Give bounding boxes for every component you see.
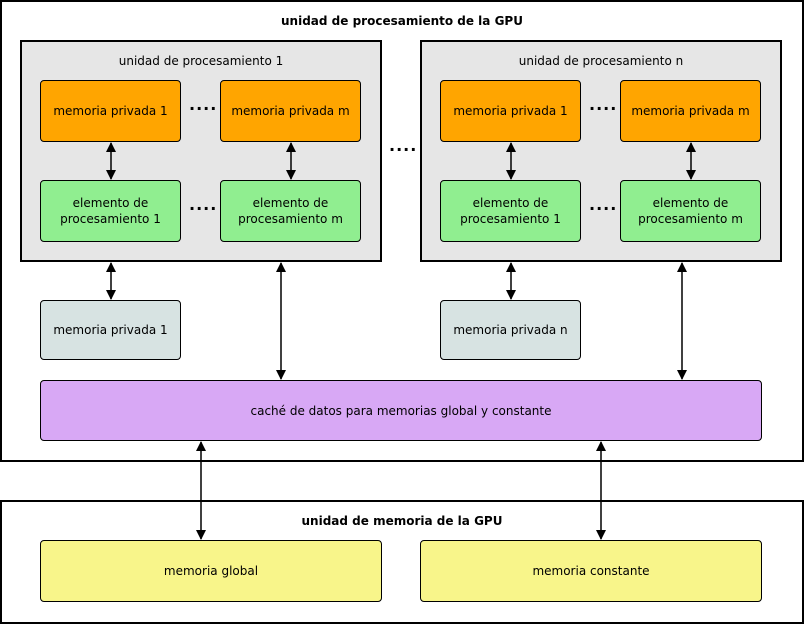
ellipsis-memories-unit-1: ····	[189, 99, 218, 118]
global-memory: memoria global	[40, 540, 382, 602]
processing-unit-n-title: unidad de procesamiento n	[518, 54, 684, 68]
ellipsis-elements-unit-1: ····	[189, 199, 218, 218]
private-memory-1-unit-n: memoria privada 1	[440, 80, 581, 142]
processing-element-m-unit-n: elemento de procesamiento m	[620, 180, 761, 242]
ellipsis-elements-unit-n: ····	[589, 199, 618, 218]
unit-private-memory-1: memoria privada 1	[40, 300, 181, 360]
global-constant-data-cache: caché de datos para memorias global y co…	[40, 380, 762, 441]
processing-element-1-unit-1: elemento de procesamiento 1	[40, 180, 181, 242]
private-memory-m-unit-n: memoria privada m	[620, 80, 761, 142]
gpu-processing-unit-title: unidad de procesamiento de la GPU	[281, 14, 523, 28]
gpu-memory-unit-title: unidad de memoria de la GPU	[301, 514, 503, 528]
ellipsis-between-units: ····	[389, 140, 418, 159]
private-memory-m-unit-1: memoria privada m	[220, 80, 361, 142]
private-memory-1-unit-1: memoria privada 1	[40, 80, 181, 142]
unit-private-memory-n: memoria privada n	[440, 300, 581, 360]
processing-unit-1-title: unidad de procesamiento 1	[118, 54, 284, 68]
ellipsis-memories-unit-n: ····	[589, 99, 618, 118]
processing-element-m-unit-1: elemento de procesamiento m	[220, 180, 361, 242]
constant-memory: memoria constante	[420, 540, 762, 602]
processing-element-1-unit-n: elemento de procesamiento 1	[440, 180, 581, 242]
